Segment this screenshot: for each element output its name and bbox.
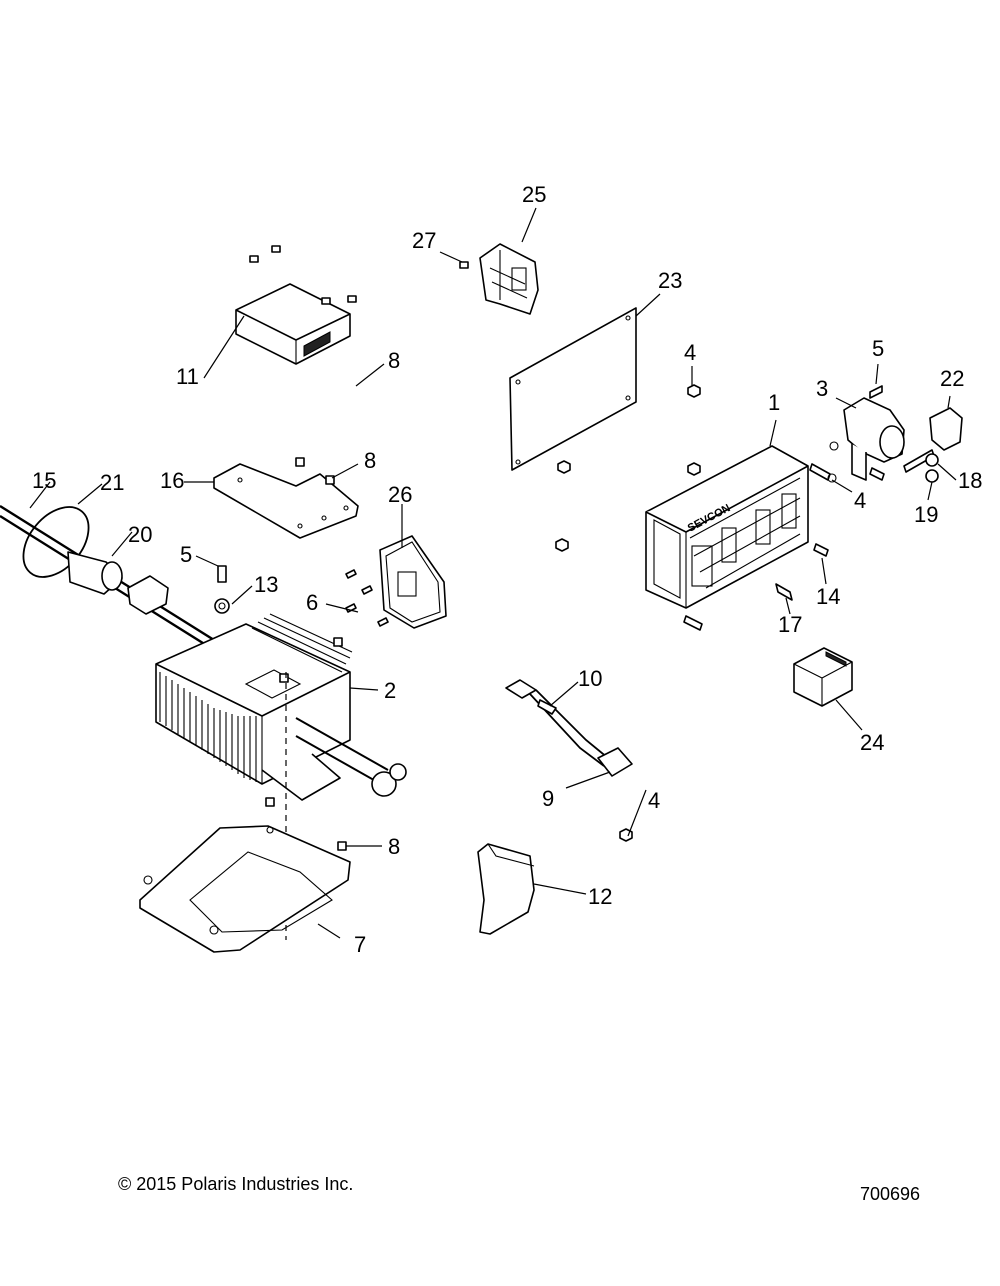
callout-6: 6	[306, 590, 318, 615]
callout-27: 27	[412, 228, 436, 253]
copyright-notice: © 2015 Polaris Industries Inc.	[118, 1174, 353, 1194]
callout-8c: 8	[388, 834, 400, 859]
callout-4c: 4	[648, 788, 660, 813]
charger-part-2	[155, 613, 353, 801]
harness-part-9	[505, 679, 633, 777]
screw-part-27	[459, 261, 469, 269]
callout-5b: 5	[180, 542, 192, 567]
washer-part-13	[214, 598, 230, 614]
callout-16: 16	[160, 468, 184, 493]
washer-part-19	[925, 469, 939, 483]
nut-hardware	[555, 384, 701, 842]
callout-17: 17	[778, 612, 802, 637]
callout-8a: 8	[388, 348, 400, 373]
callout-22: 22	[940, 366, 964, 391]
callout-13: 13	[254, 572, 278, 597]
callout-21: 21	[100, 470, 124, 495]
callout-9: 9	[542, 786, 554, 811]
screw-hardware-tray	[265, 797, 347, 851]
callout-3: 3	[816, 376, 828, 401]
callout-18: 18	[958, 468, 982, 493]
callout-11: 11	[176, 364, 199, 389]
fitting-part-17	[775, 583, 793, 601]
ecu-part-26	[379, 535, 447, 629]
callout-26: 26	[388, 482, 412, 507]
callout-5a: 5	[872, 336, 884, 361]
callout-4a: 4	[684, 340, 696, 365]
callout-20: 20	[128, 522, 152, 547]
drawing-number: 700696	[860, 1184, 920, 1204]
charger-cable-assembly	[295, 717, 407, 797]
callout-14: 14	[816, 584, 840, 609]
washer-part-18	[925, 453, 939, 467]
leader-lines	[29, 207, 957, 939]
module-part-24	[793, 647, 853, 707]
cover-part-12	[477, 843, 535, 935]
screw-hardware-top	[249, 245, 357, 305]
mounting-plate-part-16	[213, 463, 359, 539]
callout-1: 1	[768, 390, 780, 415]
bracket-part-25	[479, 243, 539, 315]
callout-23: 23	[658, 268, 682, 293]
bolt-hardware	[683, 463, 831, 631]
callout-10: 10	[578, 666, 602, 691]
plug-connector	[127, 575, 169, 615]
screw-part-14	[813, 543, 829, 557]
tray-part-7	[139, 825, 351, 953]
callout-8b: 8	[364, 448, 376, 473]
callout-7: 7	[354, 932, 366, 957]
motor-controller-part-1: SEVCON	[645, 445, 809, 609]
callout-4b: 4	[854, 488, 866, 513]
callout-25: 25	[522, 182, 546, 207]
callout-2: 2	[384, 678, 396, 703]
callout-12: 12	[588, 884, 612, 909]
callout-24: 24	[860, 730, 884, 755]
solenoid-part-3	[827, 385, 905, 483]
sleeve-part-20	[67, 551, 123, 595]
relay-box-part-11	[235, 283, 351, 365]
callout-15: 15	[32, 468, 56, 493]
callout-19: 19	[914, 502, 938, 527]
screw-part-5	[217, 565, 227, 583]
callout-labels: 1 2 3 4 4 4 5 5 6 7 8 8 8 9 10 11 12 13 …	[32, 182, 982, 957]
plate-part-23	[509, 307, 637, 471]
